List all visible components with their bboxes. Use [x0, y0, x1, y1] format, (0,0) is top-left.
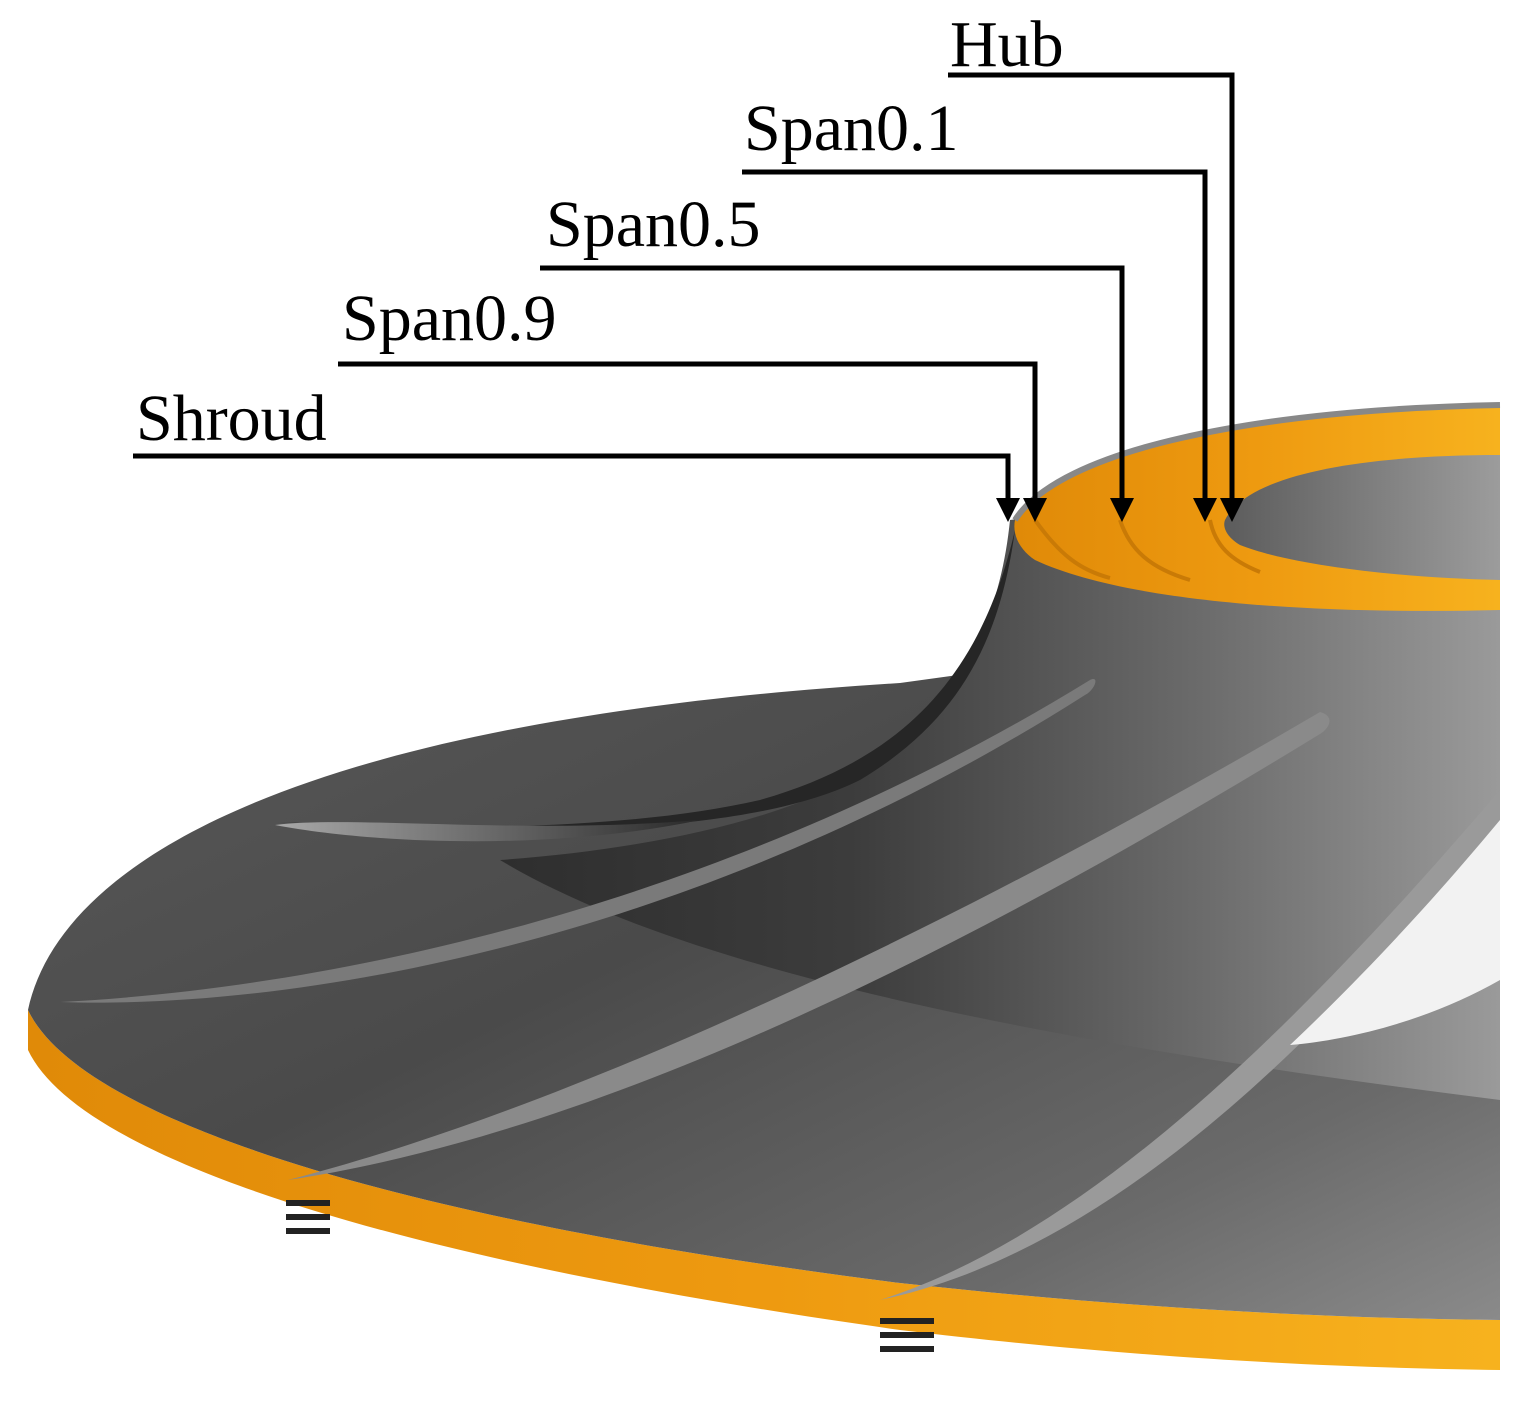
- leader-shroud: [133, 453, 1020, 522]
- labels: Hub Span0.1 Span0.5 Span0.9 Shroud: [136, 8, 1064, 455]
- leader-lines: [133, 72, 1244, 522]
- label-hub: Hub: [950, 8, 1064, 81]
- rim-span-marks-right: [880, 1318, 934, 1352]
- span-step-05: [1118, 519, 1191, 582]
- label-span01: Span0.1: [744, 92, 959, 165]
- eye-bore: [1224, 455, 1500, 580]
- impeller-model: [28, 402, 1501, 1370]
- label-span09: Span0.9: [342, 282, 557, 355]
- label-shroud: Shroud: [136, 382, 327, 455]
- hub-cone-surface: [500, 470, 1500, 1100]
- eye-ring-highlight: [1012, 402, 1501, 522]
- leader-span01: [742, 169, 1217, 522]
- blade-slot-1: [275, 820, 700, 842]
- leader-span05: [540, 265, 1134, 522]
- leader-hub: [948, 72, 1244, 522]
- rim-span-marks-left: [286, 1200, 330, 1234]
- span-step-01: [1208, 519, 1261, 574]
- span-step-09: [1033, 518, 1111, 580]
- blade-gap: [1290, 820, 1500, 1045]
- leader-span09: [338, 361, 1047, 522]
- label-span05: Span0.5: [546, 188, 761, 261]
- disc-rim-orange: [28, 1010, 1500, 1370]
